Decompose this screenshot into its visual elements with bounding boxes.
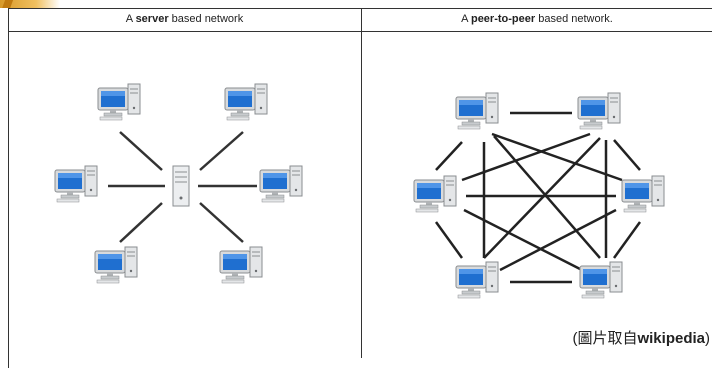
computer-icon	[259, 165, 303, 203]
column-divider	[361, 8, 362, 358]
link-server-bottomleft	[119, 202, 163, 243]
server-network-links	[108, 131, 257, 243]
table-frame	[8, 8, 712, 368]
corner-decoration	[0, 0, 60, 8]
computer-icon	[579, 261, 623, 299]
p2p-network-title: A peer-to-peer based network.	[461, 13, 613, 25]
computer-icon	[577, 92, 621, 130]
network-diagrams	[54, 83, 665, 299]
image-credit: (圖片取自wikipedia)	[572, 330, 710, 347]
server-icon	[172, 165, 190, 207]
computer-icon	[97, 83, 141, 121]
computer-icon	[413, 175, 457, 213]
computer-icon	[224, 83, 268, 121]
computer-icon	[621, 175, 665, 213]
link-server-bottomright	[199, 202, 244, 243]
computer-icon	[94, 246, 138, 284]
header-separator	[8, 31, 712, 32]
computer-icon	[219, 246, 263, 284]
p2p-network-links	[434, 111, 642, 284]
computer-icon	[455, 261, 499, 299]
link-server-topleft	[119, 131, 163, 171]
server-network-title: A server based network	[125, 13, 244, 25]
computer-icon	[455, 92, 499, 130]
computer-icon	[54, 165, 98, 203]
link-server-topright	[199, 131, 244, 171]
